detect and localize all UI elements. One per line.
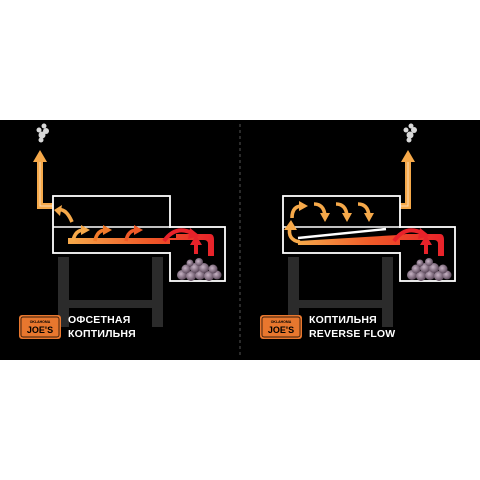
heat-flow-arrow-icon bbox=[298, 234, 444, 256]
smoker-legs bbox=[288, 257, 393, 327]
coals-icon bbox=[177, 258, 222, 281]
reverse-flow-smoker-diagram bbox=[282, 123, 456, 327]
svg-text:JOE'S: JOE'S bbox=[268, 325, 294, 335]
caption-line: коптильня bbox=[68, 328, 136, 340]
svg-text:OKLAHOMA: OKLAHOMA bbox=[271, 320, 292, 324]
svg-text:JOE'S: JOE'S bbox=[27, 325, 53, 335]
caption-line: Коптильня bbox=[309, 314, 377, 326]
offset-smoker-caption: Офсетная коптильня bbox=[68, 313, 136, 341]
reverse-flow-plate-icon bbox=[297, 227, 387, 240]
chamber-heat-arrows bbox=[290, 201, 374, 222]
chimney-arrow-icon bbox=[33, 150, 47, 162]
heat-flow-arrow-icon bbox=[68, 234, 214, 256]
offset-smoker-diagram bbox=[33, 123, 226, 327]
comparison-panel: OKLAHOMA JOE'S OKLAHOMA JOE'S Офсетная к… bbox=[0, 120, 480, 360]
smoker-comparison-illustration: OKLAHOMA JOE'S OKLAHOMA JOE'S bbox=[19, 123, 456, 356]
reverse-flow-caption: Коптильня Reverse Flow bbox=[309, 313, 395, 341]
chamber-heat-arrows bbox=[54, 205, 143, 242]
smoker-legs bbox=[58, 257, 163, 327]
cooking-chamber bbox=[52, 195, 171, 254]
caption-line: Reverse Flow bbox=[309, 328, 396, 340]
smoke-icon bbox=[403, 123, 417, 143]
smoke-icon bbox=[36, 123, 49, 143]
svg-text:OKLAHOMA: OKLAHOMA bbox=[30, 320, 51, 324]
caption-line: Офсетная bbox=[68, 314, 131, 326]
coals-icon bbox=[407, 258, 452, 281]
oklahoma-joes-logo: OKLAHOMA JOE'S bbox=[19, 315, 61, 339]
chimney-duct bbox=[37, 160, 53, 209]
chimney-arrow-icon bbox=[401, 150, 415, 162]
oklahoma-joes-logo: OKLAHOMA JOE'S bbox=[260, 315, 302, 339]
